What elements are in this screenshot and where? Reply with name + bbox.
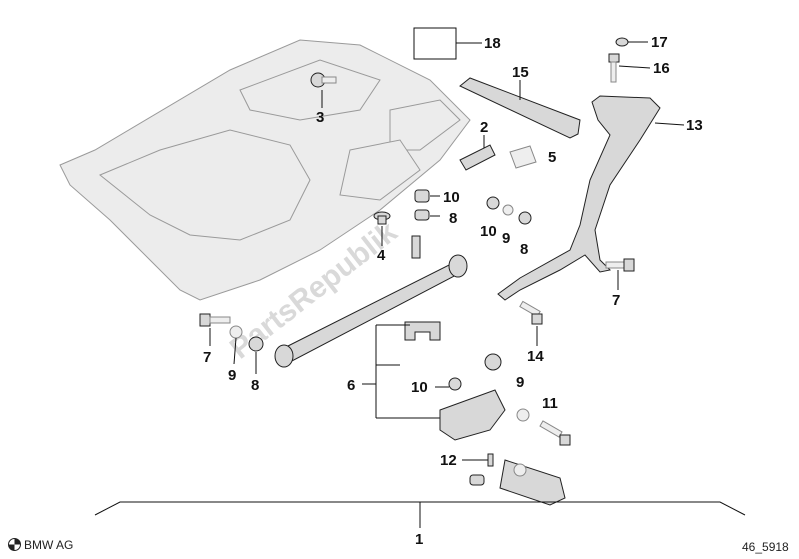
callout-2: 2: [480, 119, 488, 136]
callout-10c: 10: [411, 379, 428, 396]
callout-14: 14: [527, 348, 544, 365]
stud-4: [373, 211, 391, 225]
brand-label: BMW AG: [24, 538, 74, 552]
callout-3: 3: [316, 109, 324, 126]
pad-5: [509, 145, 537, 169]
footer-drawing-code: 46_5918: [742, 540, 789, 554]
callout-8b: 8: [520, 241, 528, 258]
bmw-logo-icon: [8, 538, 21, 551]
clip: [404, 321, 441, 341]
callout-5: 5: [548, 149, 556, 166]
callout-7a: 7: [203, 349, 211, 366]
callout-13: 13: [686, 117, 703, 134]
bracket-15: [459, 77, 581, 139]
label-plate-18: [413, 27, 457, 60]
callout-8a: 8: [449, 210, 457, 227]
bushing-10b: [486, 196, 500, 210]
callout-15: 15: [512, 64, 529, 81]
bushing-8b: [518, 211, 532, 225]
callout-16: 16: [653, 60, 670, 77]
washer-9a: [502, 204, 514, 216]
pin-12: [487, 453, 494, 467]
bushing-lower: [484, 353, 502, 371]
bolt-16-17: [608, 37, 629, 83]
bushing-10c: [448, 377, 462, 391]
callout-4: 4: [377, 247, 386, 264]
footrest-bracket-13: [497, 95, 661, 301]
screw-3: [310, 72, 337, 88]
callout-1: 1: [415, 531, 423, 548]
callout-10b: 10: [480, 223, 497, 240]
callout-9a: 9: [502, 230, 510, 247]
callout-9b: 9: [228, 367, 236, 384]
callout-11: 11: [542, 395, 558, 412]
washer-9-left: [229, 325, 243, 339]
bolt-7-right: [605, 258, 635, 272]
reflector-2: [459, 144, 496, 171]
washer-9c: [516, 408, 530, 422]
bushing-8a: [414, 209, 430, 221]
callout-18: 18: [484, 35, 501, 52]
group-6-bracket: [362, 324, 440, 419]
callout-12: 12: [440, 452, 457, 469]
footpeg: [469, 459, 566, 506]
bolt-7-left: [199, 313, 231, 327]
bolt-14: [519, 300, 543, 325]
callout-17: 17: [651, 34, 668, 51]
bushing-10a: [414, 189, 430, 203]
footrest-holder: [439, 389, 506, 441]
footer-brand: BMW AG: [8, 538, 73, 552]
callout-6: 6: [347, 377, 355, 394]
callout-9c: 9: [516, 374, 524, 391]
bushing-8-left: [248, 336, 264, 352]
bolt-11: [539, 420, 571, 446]
callout-8c: 8: [251, 377, 259, 394]
seat-ghost: [59, 39, 471, 301]
callout-10a: 10: [443, 189, 460, 206]
callout-7b: 7: [612, 292, 620, 309]
